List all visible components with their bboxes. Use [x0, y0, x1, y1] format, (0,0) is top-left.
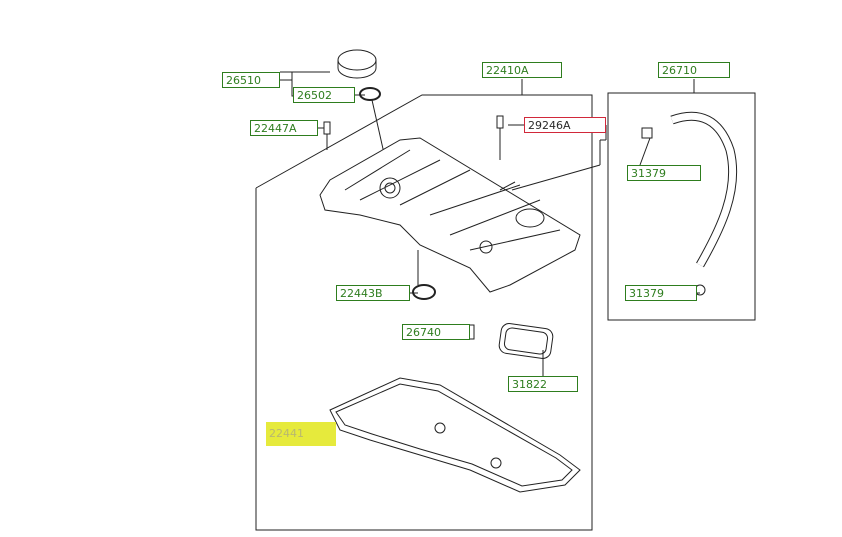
gasket-31822 — [498, 323, 554, 359]
part-label-31379-lower[interactable]: 31379 — [625, 285, 697, 301]
part-label-29246A[interactable]: 29246A — [524, 117, 606, 133]
part-label-26502[interactable]: 26502 — [293, 87, 355, 103]
part-label-26510[interactable]: 26510 — [222, 72, 280, 88]
part-label-31379[interactable]: 31379 — [627, 165, 701, 181]
cover-assembly-frame — [255, 94, 593, 531]
part-label-22441-highlighted[interactable]: 22441 — [266, 422, 336, 446]
part-label-31822[interactable]: 31822 — [508, 376, 578, 392]
part-label-26740[interactable]: 26740 — [402, 324, 470, 340]
part-label-22443B[interactable]: 22443B — [336, 285, 410, 301]
part-label-26710[interactable]: 26710 — [658, 62, 730, 78]
cylinder-head-cover — [319, 137, 581, 293]
part-label-22410A[interactable]: 22410A — [482, 62, 562, 78]
hose-assembly-frame — [607, 92, 756, 321]
part-label-22447A[interactable]: 22447A — [250, 120, 318, 136]
cover-gasket — [329, 377, 581, 493]
oil-filler-cap — [337, 49, 377, 71]
